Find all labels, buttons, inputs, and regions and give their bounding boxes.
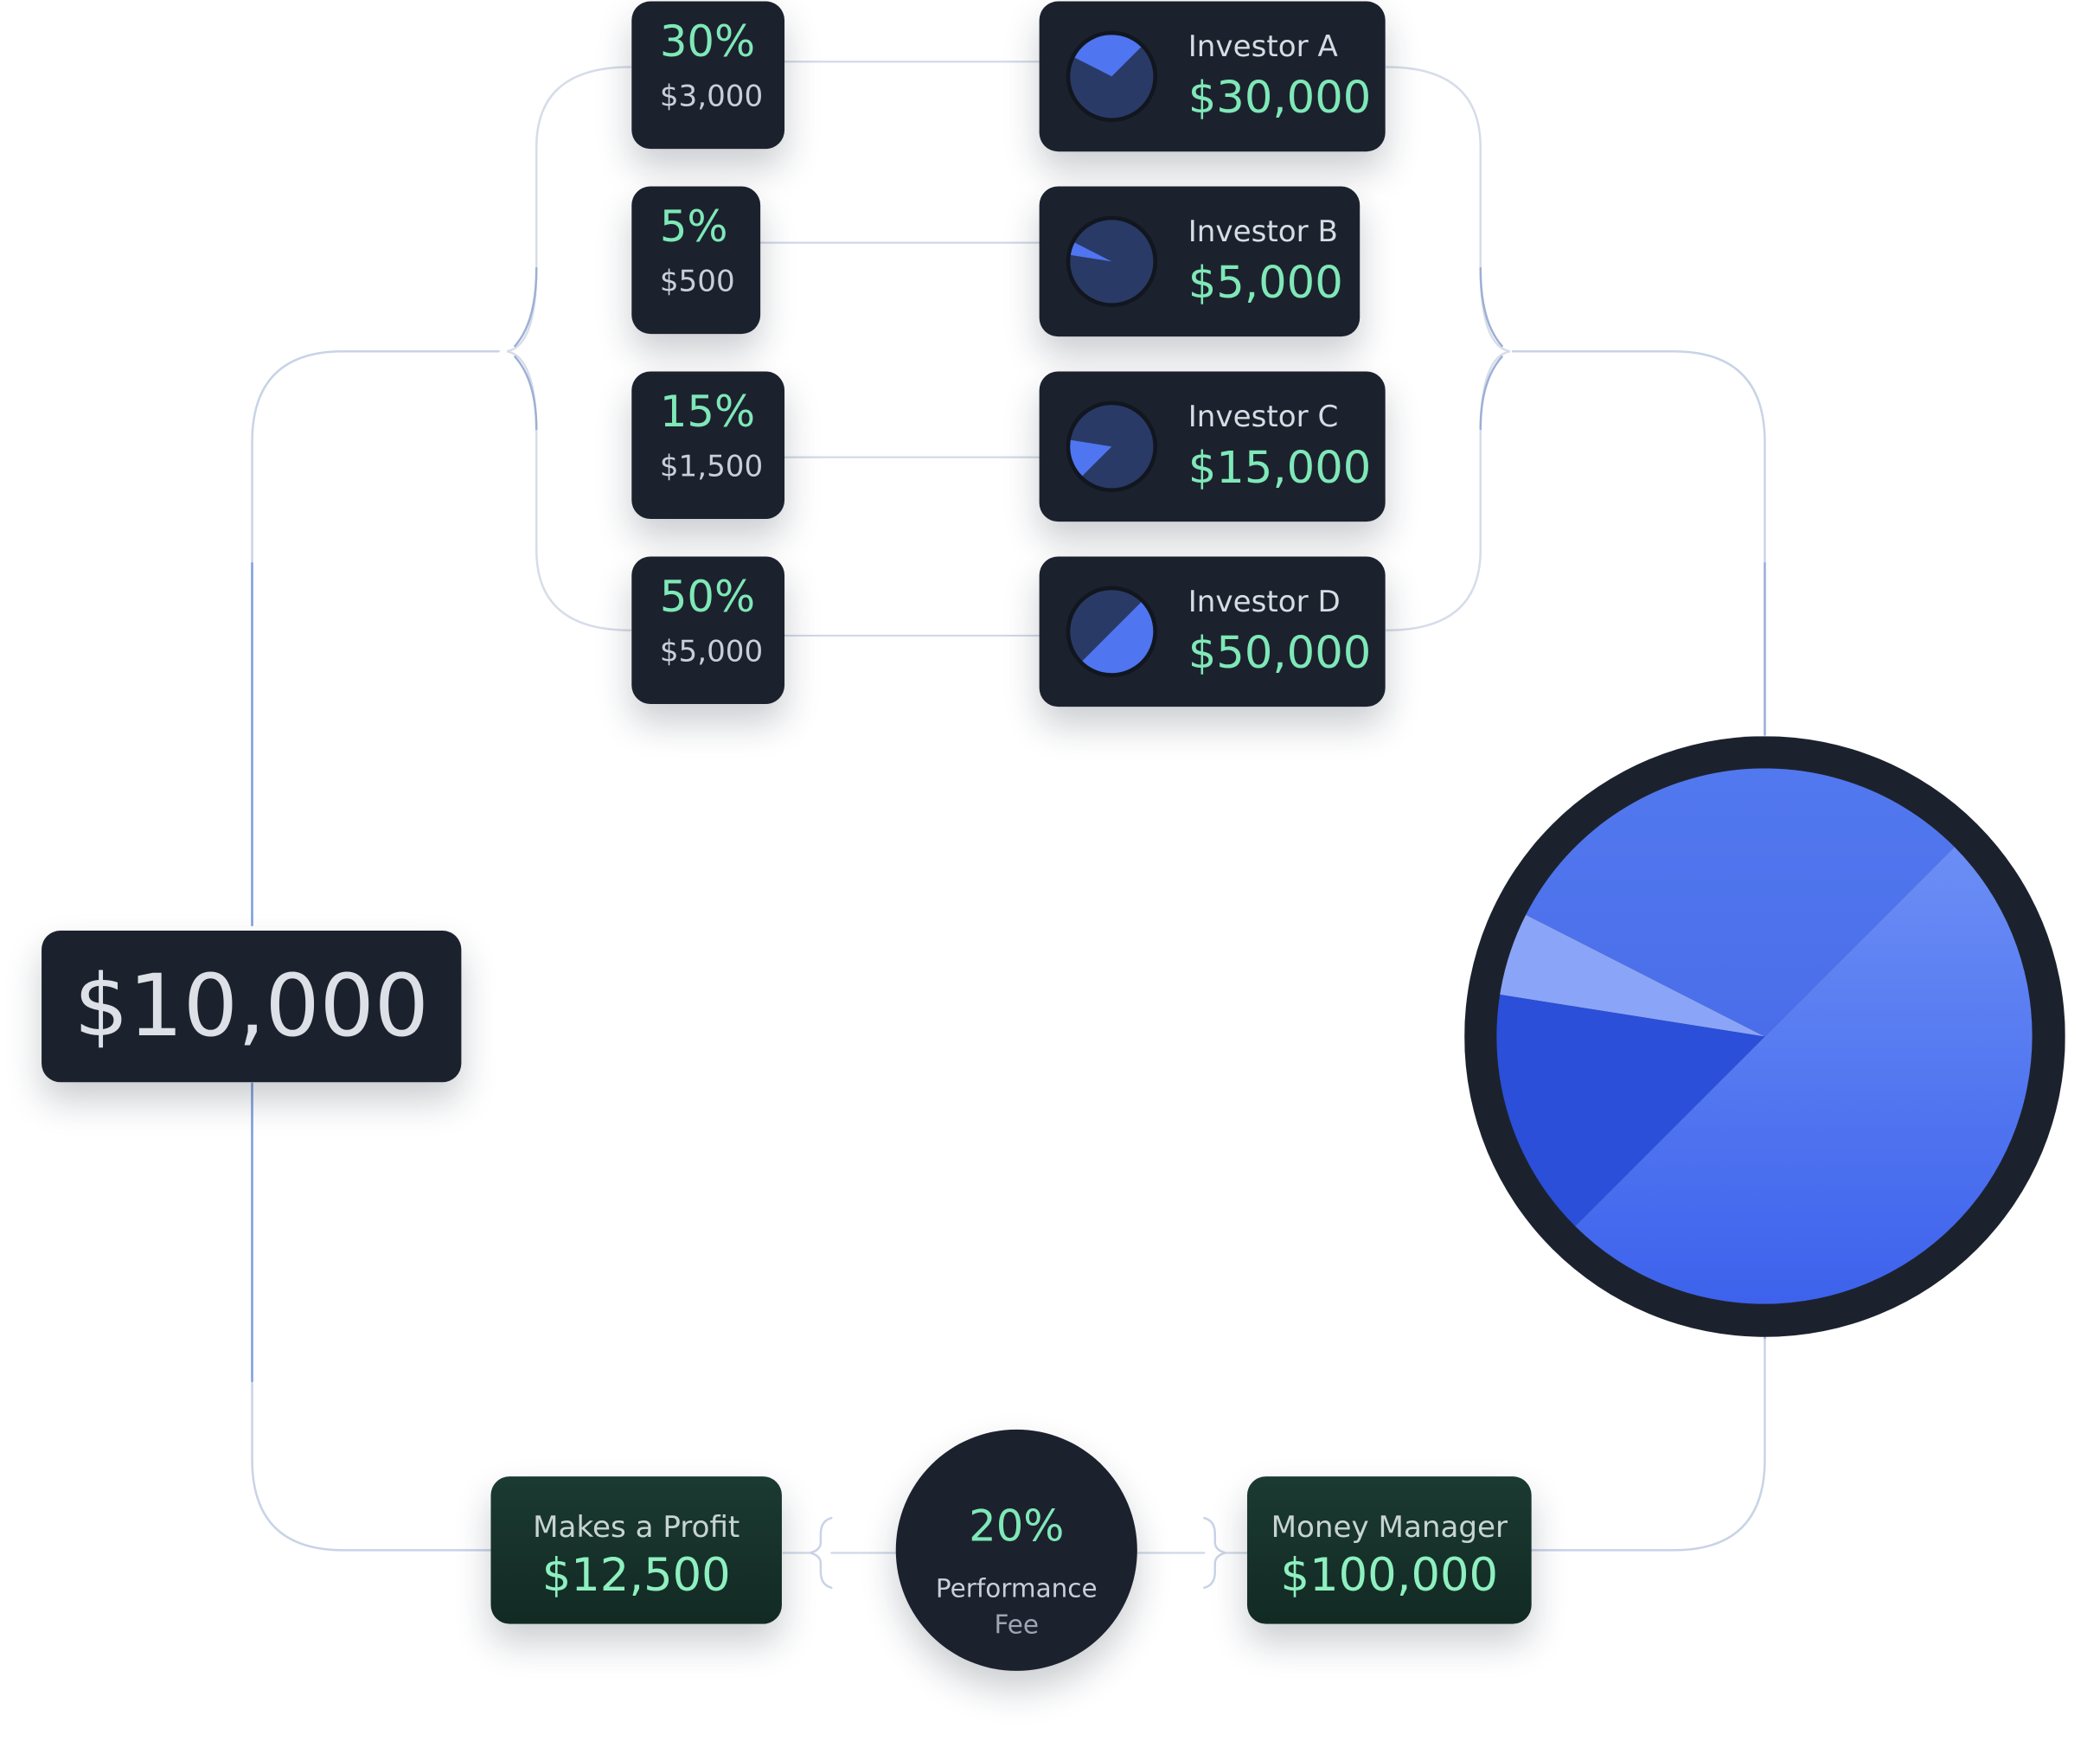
total-investment-card: $10,000: [42, 931, 462, 1083]
investor-b-pie-icon: [1066, 215, 1158, 308]
manager-value: $100,000: [1280, 1548, 1499, 1603]
investor-name: Investor A: [1188, 30, 1338, 65]
fee-label-line1: Performance: [935, 1574, 1098, 1604]
investor-value: $15,000: [1188, 441, 1372, 494]
share-percent: 5%: [659, 201, 728, 253]
share-percent: 50%: [659, 571, 756, 623]
fee-percent: 20%: [969, 1501, 1065, 1552]
investor-a-pie-icon: [1066, 30, 1158, 123]
share-amount: $3,000: [659, 80, 764, 114]
investor-d-pie-icon: [1066, 586, 1158, 678]
pool-allocation-pie: [1464, 736, 2065, 1337]
investor-card-a: Investor A $30,000: [1039, 1, 1386, 152]
fee-label-line2: Fee: [994, 1610, 1040, 1641]
pie-slice-investor-a: [1526, 768, 1955, 1037]
investor-name: Investor B: [1188, 215, 1338, 250]
investor-card-b: Investor B $5,000: [1039, 186, 1361, 337]
share-card-investor-c: 15% $1,500: [631, 371, 785, 520]
investor-value: $30,000: [1188, 71, 1372, 124]
manager-label: Money Manager: [1271, 1511, 1508, 1546]
pie-slice-investor-b: [1500, 914, 1765, 1037]
share-card-investor-b: 5% $500: [631, 186, 761, 335]
share-card-investor-a: 30% $3,000: [631, 1, 785, 150]
share-amount: $500: [659, 265, 735, 299]
investor-pie-slice: [1074, 35, 1142, 77]
investor-value: $50,000: [1188, 626, 1372, 679]
investor-value: $5,000: [1188, 256, 1343, 309]
investor-card-c: Investor C $15,000: [1039, 371, 1386, 522]
share-amount: $5,000: [659, 635, 764, 669]
investor-card-d: Investor D $50,000: [1039, 556, 1386, 707]
share-card-investor-d: 50% $5,000: [631, 556, 785, 705]
investor-name: Investor C: [1188, 400, 1339, 435]
profit-card: Makes a Profit $12,500: [490, 1476, 782, 1624]
money-manager-card: Money Manager $100,000: [1246, 1476, 1532, 1624]
investor-pie-slice: [1070, 242, 1112, 262]
pie-slice-investor-c: [1496, 995, 1765, 1226]
performance-fee-badge: 20% Performance Fee: [895, 1429, 1137, 1671]
profit-label: Makes a Profit: [533, 1511, 740, 1546]
total-investment-value: $10,000: [74, 957, 429, 1057]
investor-name: Investor D: [1188, 586, 1341, 620]
investor-c-pie-icon: [1066, 400, 1158, 493]
investor-pie-slice: [1070, 439, 1112, 477]
share-percent: 15%: [659, 386, 756, 438]
pie-slice-investor-d: [1575, 847, 2033, 1304]
share-percent: 30%: [659, 16, 756, 67]
profit-value: $12,500: [541, 1548, 731, 1603]
share-amount: $1,500: [659, 450, 764, 484]
investor-pie-slice: [1082, 602, 1154, 674]
